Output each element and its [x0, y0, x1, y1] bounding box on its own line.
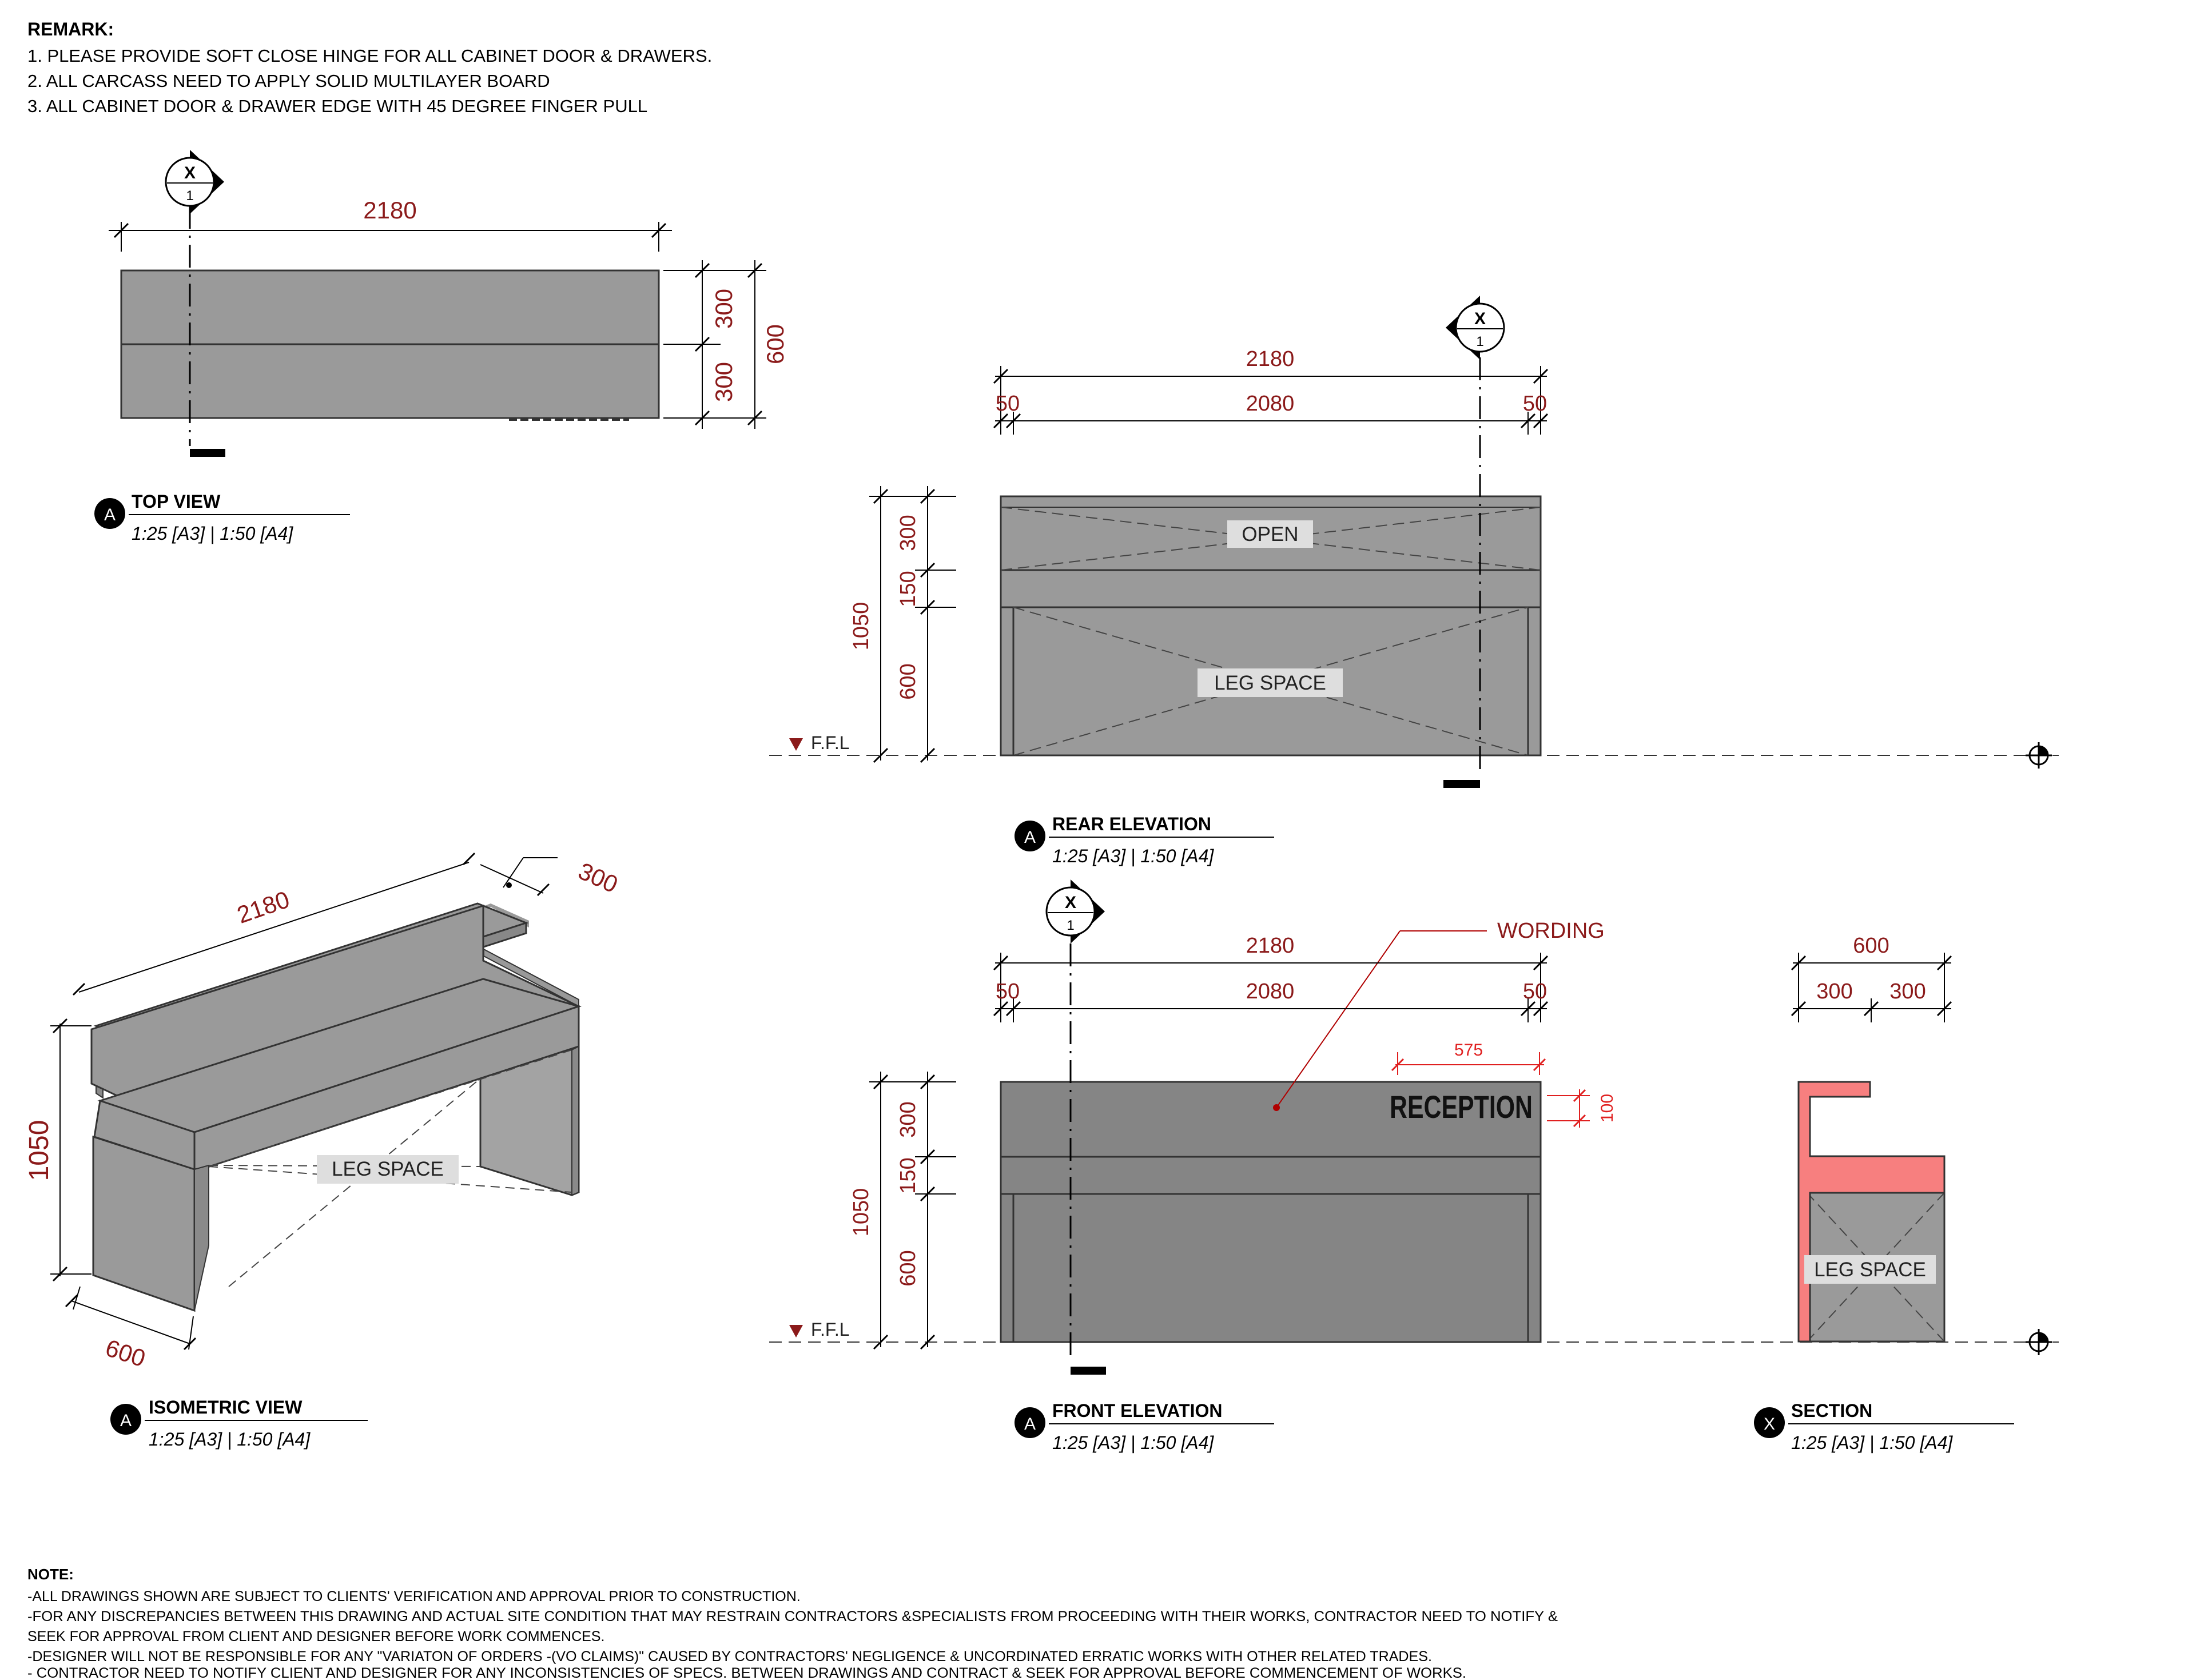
dim-rear-overall: 2180	[1246, 347, 1295, 371]
view-title: X SECTION 1:25 [A3] | 1:50 [A4]	[1754, 1400, 2014, 1453]
section-leg-space-label: LEG SPACE	[1814, 1259, 1926, 1281]
section-marker-letter: X	[184, 164, 196, 182]
section-cut-profile	[1797, 1081, 1946, 1343]
section-view: LEG SPACE 600 300 300 X SECTION 1:25 [A3…	[1754, 934, 2014, 1453]
view-title-text: SECTION	[1791, 1400, 1872, 1421]
top-view: X 1 2180 300 300 600 A TOP VIEW 1:25 [A3…	[94, 150, 789, 544]
isometric-view: LEG SPACE 2180 300 1050 600 A ISOMETRIC …	[24, 852, 622, 1450]
dim-iso-height: 1050	[24, 1120, 54, 1181]
view-scale: 1:25 [A3] | 1:50 [A4]	[1791, 1432, 1953, 1453]
ffl-label: F.F.L	[811, 1319, 850, 1340]
label-bg	[1804, 1255, 1936, 1284]
dim-front-h-top: 300	[896, 1101, 920, 1137]
dim-section-b: 300	[1889, 980, 1926, 1004]
wording-callout: WORDING	[1497, 919, 1605, 943]
label-bg	[317, 1155, 459, 1184]
dim-rear-inner: 2080	[1246, 392, 1295, 416]
view-title-text: FRONT ELEVATION	[1052, 1400, 1222, 1421]
label-bg	[1227, 520, 1313, 548]
dim-text-height: 100	[1598, 1094, 1617, 1122]
note-line: - CONTRACTOR NEED TO NOTIFY CLIENT AND D…	[27, 1665, 1466, 1680]
dim-section-a: 300	[1816, 980, 1852, 1004]
view-title: A REAR ELEVATION 1:25 [A3] | 1:50 [A4]	[1015, 814, 1274, 866]
rear-open-label: OPEN	[1242, 523, 1298, 546]
dim-front-h-total: 1050	[849, 1188, 873, 1237]
datum-symbol	[2026, 1329, 2052, 1355]
dim-front-h-bottom: 600	[896, 1250, 920, 1286]
view-title: A FRONT ELEVATION 1:25 [A3] | 1:50 [A4]	[1015, 1400, 1274, 1453]
dim-top-width: 2180	[363, 197, 416, 224]
section-marker-number: 1	[1067, 918, 1074, 933]
dim-text-width: 575	[1454, 1041, 1483, 1060]
front-cabinet-body	[1000, 1081, 1542, 1343]
dim-rear-side-right: 50	[1523, 392, 1547, 416]
notes-block: NOTE: -ALL DRAWINGS SHOWN ARE SUBJECT TO…	[27, 1566, 1558, 1680]
dim-front-overall: 2180	[1246, 934, 1295, 958]
dim-front-side-left: 50	[996, 980, 1020, 1004]
dim-iso-length: 2180	[233, 886, 293, 929]
view-scale: 1:25 [A3] | 1:50 [A4]	[1052, 1432, 1214, 1453]
dim-iso-depth: 600	[102, 1334, 149, 1372]
dim-front-h-mid: 150	[896, 1157, 920, 1193]
remark-item: 2. ALL CARCASS NEED TO APPLY SOLID MULTI…	[27, 71, 550, 91]
dim-rear-h-top: 300	[896, 515, 920, 551]
view-title-text: ISOMETRIC VIEW	[149, 1397, 303, 1418]
dim-top-depth-total: 600	[762, 324, 789, 364]
view-title-text: TOP VIEW	[132, 491, 221, 512]
section-cut-end-mark	[190, 449, 225, 457]
notes-heading: NOTE:	[27, 1566, 74, 1583]
view-title: A ISOMETRIC VIEW 1:25 [A3] | 1:50 [A4]	[110, 1397, 368, 1450]
dim-front-inner: 2080	[1246, 980, 1295, 1004]
note-line: -ALL DRAWINGS SHOWN ARE SUBJECT TO CLIEN…	[27, 1589, 801, 1605]
reception-signage: RECEPTION	[1390, 1089, 1533, 1125]
dim-rear-h-total: 1050	[849, 602, 873, 651]
section-marker: X 1	[1045, 879, 1105, 943]
dim-top-depth-a: 300	[710, 289, 737, 329]
section-marker-number: 1	[1476, 334, 1483, 349]
view-tag: A	[1024, 828, 1036, 847]
front-elevation: RECEPTION WORDING 575 100 F.F.L	[769, 879, 2059, 1453]
note-line: -FOR ANY DISCREPANCIES BETWEEN THIS DRAW…	[27, 1609, 1558, 1625]
rear-elevation: OPEN LEG SPACE F.F.L X 1	[769, 296, 2059, 866]
dim-rear-h-mid: 150	[896, 571, 920, 607]
remark-item: 1. PLEASE PROVIDE SOFT CLOSE HINGE FOR A…	[27, 46, 712, 66]
remark-item: 3. ALL CABINET DOOR & DRAWER EDGE WITH 4…	[27, 96, 647, 116]
datum-symbol	[2026, 742, 2052, 769]
section-marker-letter: X	[1474, 309, 1486, 328]
dim-section-overall: 600	[1853, 934, 1889, 958]
ffl-label: F.F.L	[811, 732, 850, 753]
view-scale: 1:25 [A3] | 1:50 [A4]	[149, 1429, 311, 1450]
view-tag: A	[104, 505, 116, 524]
dim-front-side-right: 50	[1523, 980, 1547, 1004]
dim-rear-side-left: 50	[996, 392, 1020, 416]
label-bg	[1198, 668, 1343, 697]
iso-leg-space-label: LEG SPACE	[332, 1158, 444, 1180]
section-marker-letter: X	[1065, 893, 1076, 912]
dim-iso-top-depth: 300	[574, 857, 622, 898]
view-title-text: REAR ELEVATION	[1052, 814, 1211, 834]
section-marker-number: 1	[186, 188, 193, 204]
view-scale: 1:25 [A3] | 1:50 [A4]	[1052, 846, 1214, 866]
dim-top-depth-b: 300	[710, 362, 737, 402]
view-scale: 1:25 [A3] | 1:50 [A4]	[132, 523, 293, 544]
note-line: SEEK FOR APPROVAL FROM CLIENT AND DESIGN…	[27, 1629, 604, 1645]
view-tag: X	[1764, 1415, 1775, 1434]
view-tag: A	[1024, 1415, 1036, 1434]
view-title: A TOP VIEW 1:25 [A3] | 1:50 [A4]	[94, 491, 350, 544]
remarks-heading: REMARK:	[27, 19, 114, 39]
view-tag: A	[120, 1411, 132, 1430]
note-line: -DESIGNER WILL NOT BE RESPONSIBLE FOR AN…	[27, 1649, 1432, 1665]
rear-leg-space-label: LEG SPACE	[1214, 672, 1326, 694]
section-marker: X 1	[1446, 296, 1505, 360]
dim-rear-h-bottom: 600	[896, 663, 920, 699]
remarks-block: REMARK: 1. PLEASE PROVIDE SOFT CLOSE HIN…	[27, 19, 712, 116]
section-marker: X 1	[165, 150, 224, 214]
